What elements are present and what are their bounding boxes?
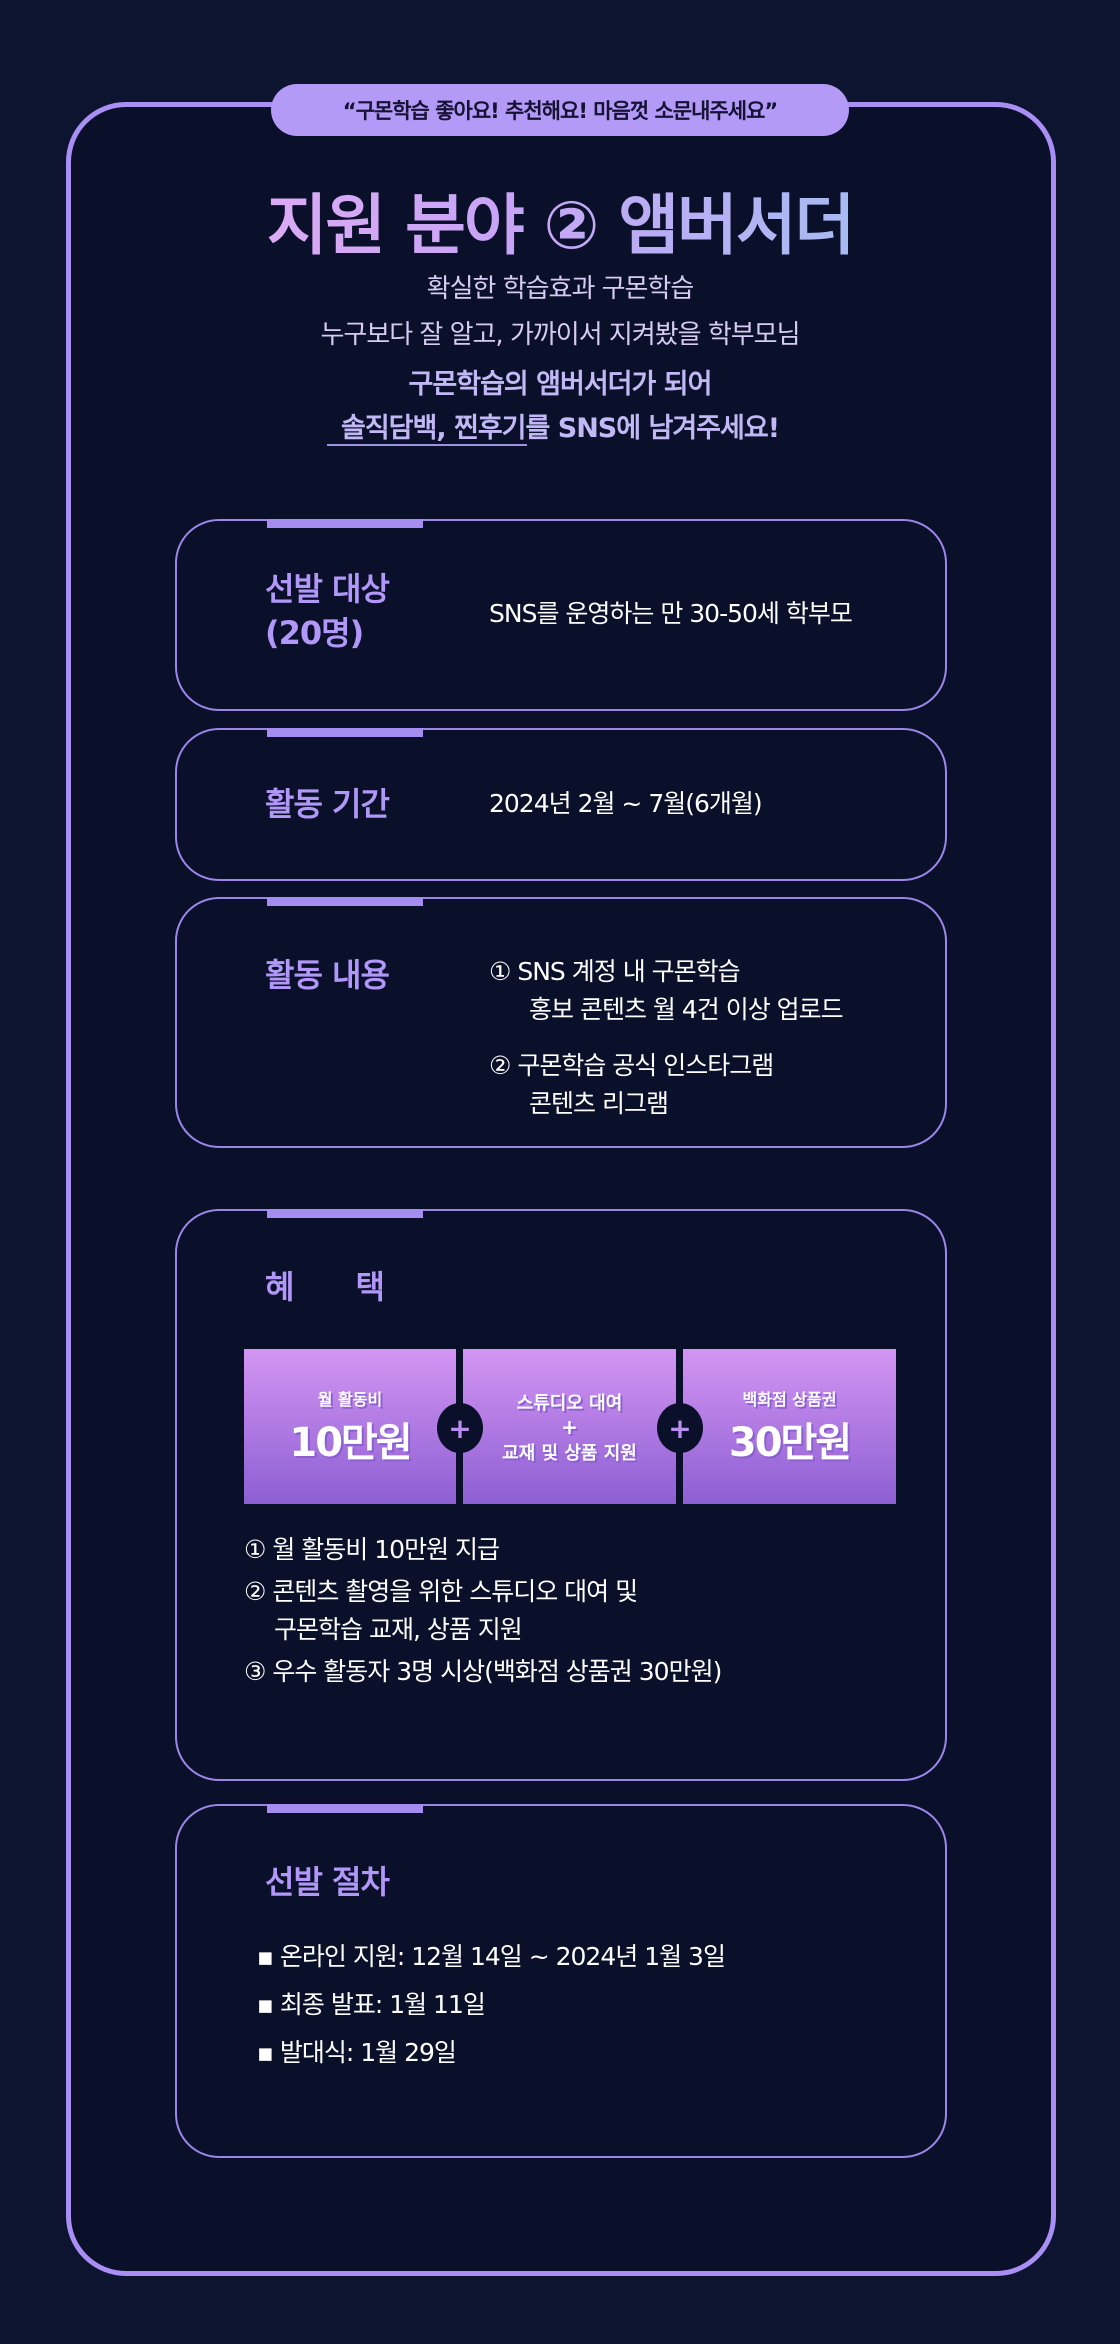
box-amount: 10만원 <box>289 1419 412 1466</box>
box-caption: 스튜디오 대여 <box>516 1392 623 1414</box>
subtitle-line: 누구보다 잘 알고, 가까이서 지켜봤을 학부모님 <box>320 320 800 350</box>
benefit-item: ② 콘텐츠 촬영을 위한 스튜디오 대여 및 <box>244 1577 638 1606</box>
box-caption: 교재 및 상품 지원 <box>502 1442 637 1464</box>
target-label: 선발 대상 <box>265 570 390 608</box>
benefit-item: 구몬학습 교재, 상품 지원 <box>274 1615 523 1644</box>
highlight-line: 솔직담백, 찐후기를 SNS에 남겨주세요! <box>340 413 780 444</box>
activity-item: ① SNS 계정 내 구몬학습 <box>489 957 741 986</box>
plus-icon: + <box>657 1403 703 1453</box>
period-value: 2024년 2월 ~ 7월(6개월) <box>489 789 763 818</box>
activity-item: ② 구몬학습 공식 인스타그램 <box>489 1051 774 1080</box>
process-label: 선발 절차 <box>265 1863 390 1901</box>
card-tab <box>267 1209 423 1218</box>
activity-item: 콘텐츠 리그램 <box>529 1089 669 1118</box>
card-tab <box>267 897 423 906</box>
benefit-item: ① 월 활동비 10만원 지급 <box>244 1535 500 1564</box>
subtitle-line: 확실한 학습효과 구몬학습 <box>426 274 695 304</box>
activity-item: 홍보 콘텐츠 월 4건 이상 업로드 <box>529 995 844 1024</box>
highlight-line: 구몬학습의 앰버서더가 되어 <box>408 369 713 400</box>
period-card: 활동 기간 2024년 2월 ~ 7월(6개월) <box>175 728 947 881</box>
box-amount: 30만원 <box>728 1419 852 1466</box>
process-item: ▪ 발대식: 1월 29일 <box>257 2038 457 2067</box>
period-label: 활동 기간 <box>265 785 390 823</box>
card-tab <box>267 728 423 737</box>
activity-card: 활동 내용 ① SNS 계정 내 구몬학습 홍보 콘텐츠 월 4건 이상 업로드… <box>175 897 947 1148</box>
benefit-box-allowance: 월 활동비 10만원 <box>244 1349 456 1504</box>
benefit-box-voucher: 백화점 상품권 30만원 <box>683 1349 896 1504</box>
plus-icon: + <box>437 1403 483 1453</box>
target-card: 선발 대상 (20명) SNS를 운영하는 만 30-50세 학부모 <box>175 519 947 711</box>
page-title: 지원 분야 ② 앰버서더 <box>0 172 1120 268</box>
card-tab <box>267 519 423 528</box>
box-caption: 백화점 상품권 <box>742 1389 837 1409</box>
benefit-box-studio: 스튜디오 대여 + 교재 및 상품 지원 <box>463 1349 676 1504</box>
process-item: ▪ 최종 발표: 1월 11일 <box>257 1990 486 2019</box>
box-caption: 월 활동비 <box>317 1389 383 1409</box>
banner-pill: “구몬학습 좋아요! 추천해요! 마음껏 소문내주세요” <box>271 84 849 136</box>
plus-icon: + <box>561 1414 578 1439</box>
target-value: SNS를 운영하는 만 30-50세 학부모 <box>489 599 853 628</box>
process-card: 선발 절차 ▪ 온라인 지원: 12월 14일 ~ 2024년 1월 3일 ▪ … <box>175 1804 947 2158</box>
activity-label: 활동 내용 <box>265 956 390 994</box>
benefit-item: ③ 우수 활동자 3명 시상(백화점 상품권 30만원) <box>244 1657 722 1686</box>
process-item: ▪ 온라인 지원: 12월 14일 ~ 2024년 1월 3일 <box>257 1942 726 1971</box>
card-tab <box>267 1804 423 1813</box>
benefit-label: 혜 택 <box>265 1268 385 1306</box>
highlight-underline <box>327 444 527 446</box>
target-count: (20명) <box>265 614 364 652</box>
